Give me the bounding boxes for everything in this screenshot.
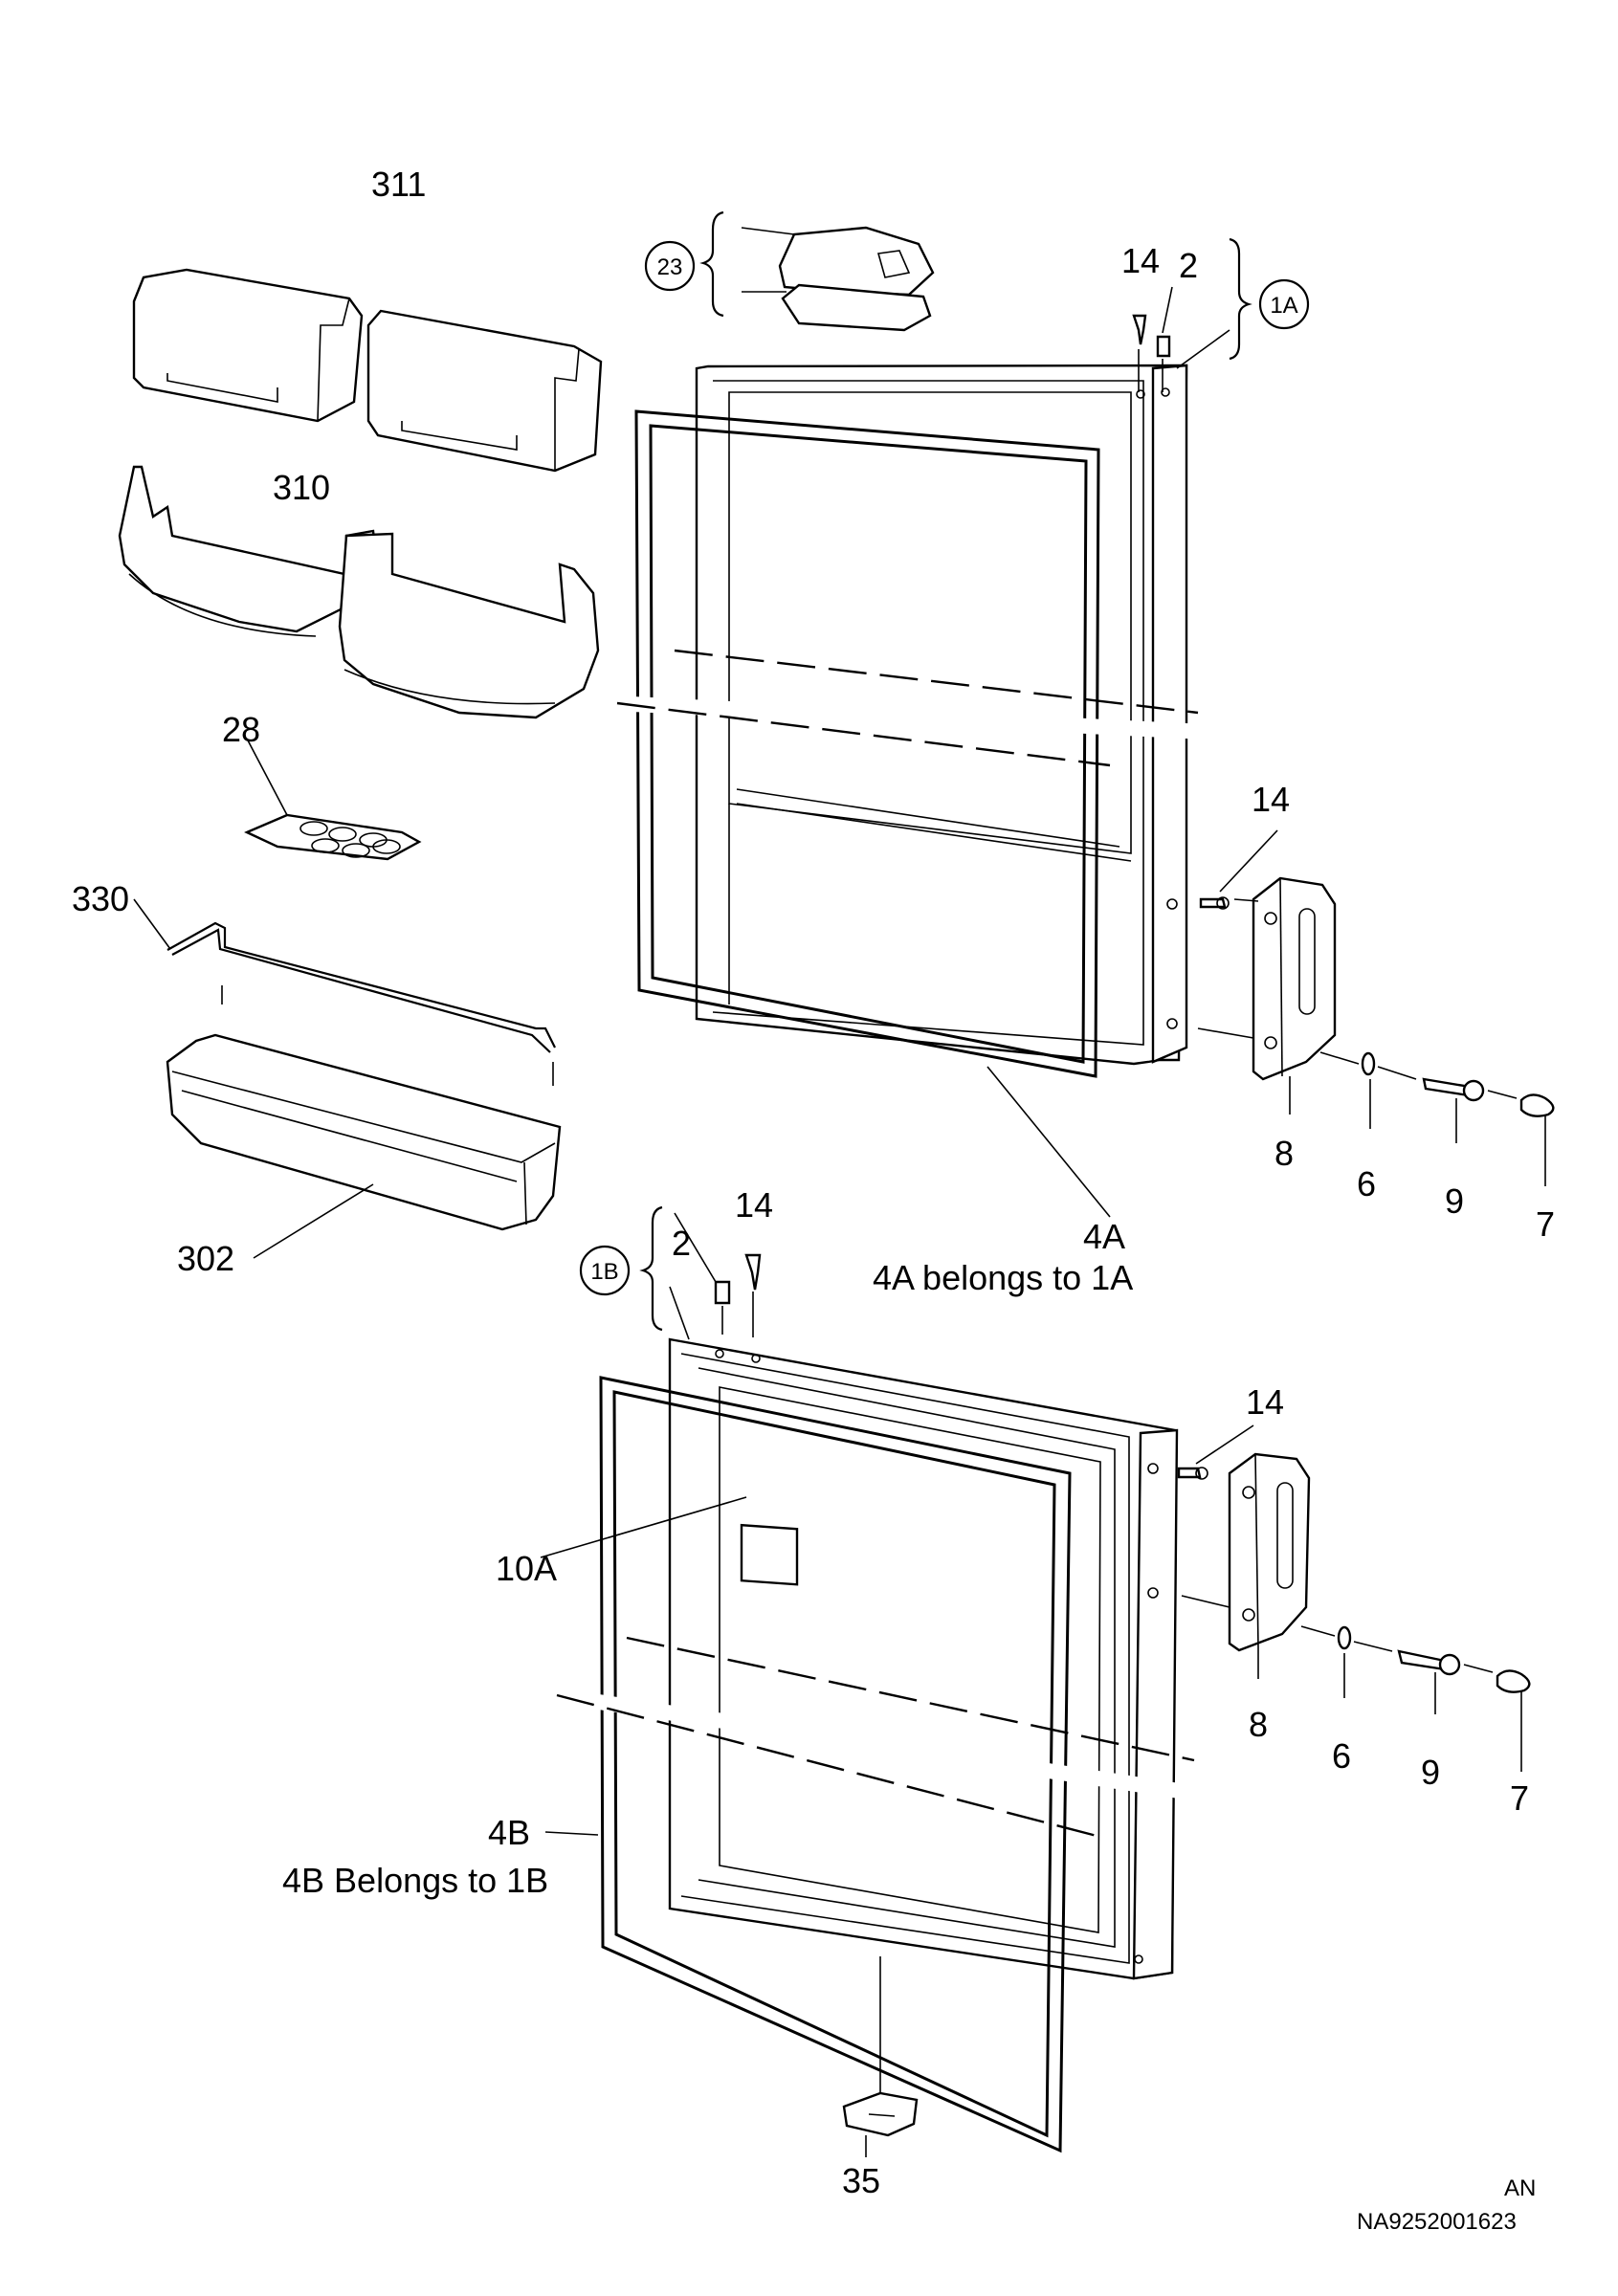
label-7-a: 7 <box>1536 1204 1555 1244</box>
label-1A: 1A <box>1270 293 1297 319</box>
part-23-hinge-cover <box>699 210 935 332</box>
label-6-b: 6 <box>1332 1736 1351 1776</box>
label-28: 28 <box>222 710 260 749</box>
label-9-b: 9 <box>1421 1753 1440 1792</box>
label-8-a: 8 <box>1274 1134 1294 1173</box>
label-2-b: 2 <box>672 1224 691 1263</box>
label-330: 330 <box>72 879 129 918</box>
label-10A: 10A <box>496 1549 557 1588</box>
label-4A-note: 4A belongs to 1A <box>873 1258 1133 1297</box>
hinge-pins-1B <box>639 1205 762 1340</box>
label-2-top: 2 <box>1179 246 1198 285</box>
label-8-b: 8 <box>1249 1705 1268 1744</box>
handle-1A <box>1197 829 1555 1186</box>
part-28-egg-tray <box>244 738 422 861</box>
label-311: 311 <box>371 165 426 204</box>
label-9-a: 9 <box>1445 1181 1464 1221</box>
label-4A: 4A <box>1083 1217 1125 1256</box>
label-4B: 4B <box>488 1813 530 1852</box>
part-35-door-foot <box>842 1956 919 2157</box>
door-1B-panel <box>668 1337 1179 1980</box>
label-4B-note: 4B Belongs to 1B <box>282 1861 548 1900</box>
label-23: 23 <box>657 254 683 280</box>
door-1B-break-lines <box>540 1496 1200 1839</box>
callout-circle-23 <box>644 240 696 292</box>
code-an: AN <box>1504 2175 1536 2201</box>
callout-circle-1A <box>1258 278 1310 330</box>
code-doc-number: NA9252001623 <box>1357 2209 1517 2235</box>
label-14-mid: 14 <box>1252 780 1290 819</box>
hinge-pins-1A <box>1132 237 1252 392</box>
gasket-4A <box>634 409 1111 1218</box>
label-14-b2: 14 <box>1246 1382 1284 1422</box>
part-310-shelf-bins <box>118 465 600 719</box>
label-35: 35 <box>842 2161 880 2200</box>
label-14-b: 14 <box>735 1185 773 1225</box>
part-311-butter-covers <box>132 268 603 473</box>
label-1B: 1B <box>590 1259 618 1285</box>
door-1A-break-lines <box>611 649 1207 767</box>
label-7-b: 7 <box>1510 1778 1529 1818</box>
part-302-bottle-shelf <box>166 1033 562 1259</box>
gasket-4B <box>544 1376 1072 2153</box>
label-310: 310 <box>273 468 330 507</box>
part-330-wire-rail <box>133 898 556 1086</box>
callout-circle-1B <box>579 1245 631 1296</box>
label-6-a: 6 <box>1357 1164 1376 1203</box>
label-14-top: 14 <box>1121 241 1160 280</box>
label-302: 302 <box>177 1239 234 1278</box>
handle-1B <box>1177 1424 1531 1772</box>
